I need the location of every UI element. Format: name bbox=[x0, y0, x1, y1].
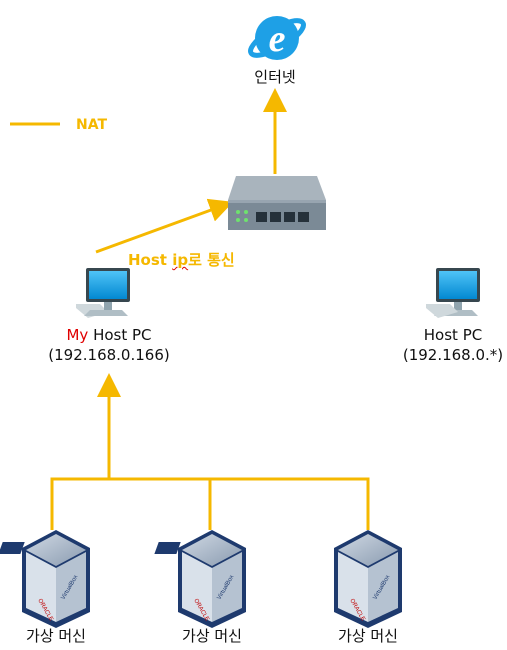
virtualbox-icon: ORACLE VirtualBox bbox=[154, 530, 402, 628]
legend-nat-label: NAT bbox=[76, 117, 108, 133]
my-host-name-rest: Host PC bbox=[88, 326, 152, 344]
vm-label: 가상 머신 bbox=[182, 627, 242, 645]
my-host-ip: (192.168.0.166) bbox=[48, 346, 170, 364]
my-host-desktop-icon bbox=[76, 268, 130, 318]
internet-label: 인터넷 bbox=[254, 68, 296, 86]
virtualbox-icon: ORACLE VirtualBox bbox=[22, 530, 90, 628]
vm-label: 가상 머신 bbox=[338, 627, 398, 645]
other-host-name: Host PC bbox=[423, 326, 483, 344]
internet-explorer-icon: e bbox=[248, 16, 306, 60]
link-label-ip: ip bbox=[172, 251, 189, 269]
other-host-ip: (192.168.0.*) bbox=[402, 346, 504, 364]
host-to-router-arrow bbox=[95, 198, 234, 254]
my-host-prefix: My bbox=[66, 326, 89, 344]
other-host-desktop-icon bbox=[426, 268, 480, 318]
my-host-name: My Host PC bbox=[66, 326, 151, 344]
router-switch-icon bbox=[228, 176, 326, 230]
link-label-host: Host bbox=[128, 251, 173, 269]
link-label-comm: 로 통신 bbox=[188, 251, 235, 269]
vm-label: 가상 머신 bbox=[26, 627, 86, 645]
virtualbox-icon: ORACLE VirtualBox bbox=[0, 530, 246, 628]
svg-text:e: e bbox=[269, 18, 286, 60]
link-host-ip-label: Host ip로 통신 bbox=[128, 251, 235, 269]
